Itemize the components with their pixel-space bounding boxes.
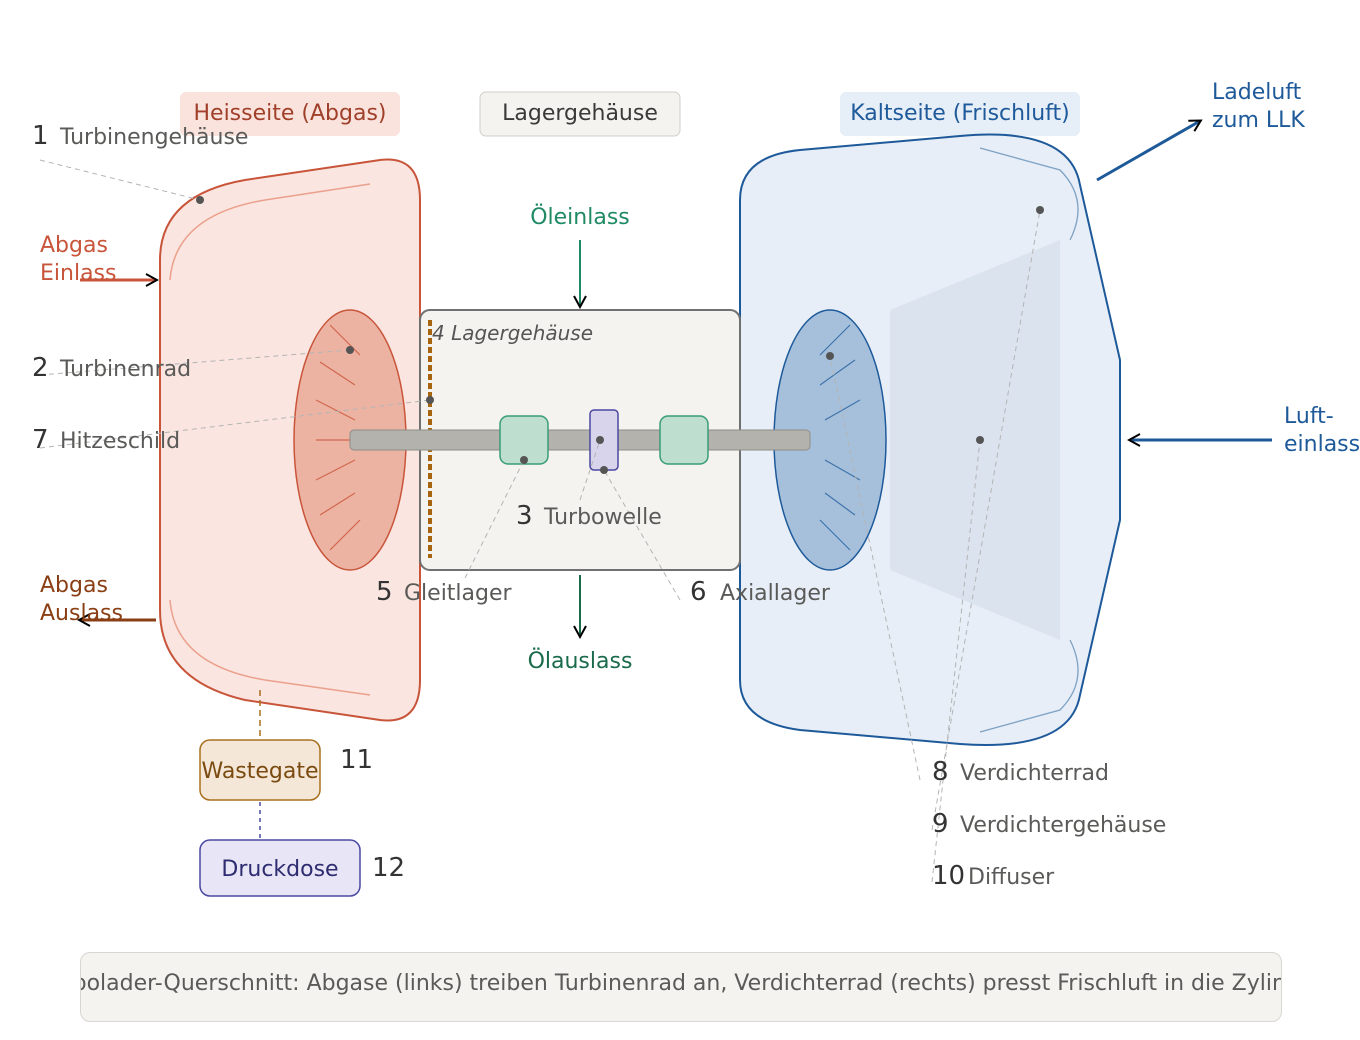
leader-lines: [39, 159, 1041, 883]
svg-text:2: 2: [32, 353, 49, 383]
svg-text:3: 3: [516, 501, 533, 531]
actuator-box: [199, 839, 361, 897]
svg-text:Turbinengehäuse: Turbinengehäuse: [59, 125, 248, 150]
charge-air-arrow: [1096, 121, 1200, 182]
oil-inlet-label: Öleinlass: [530, 204, 630, 230]
actuator-number: 12: [372, 853, 405, 883]
svg-text:Turbowelle: Turbowelle: [543, 505, 662, 530]
cold-side-header: Kaltseite (Frischluft): [840, 92, 1080, 136]
svg-text:Axiallager: Axiallager: [720, 581, 831, 606]
bearing-housing-header-label: Lagergehäuse: [502, 101, 658, 126]
exhaust-inlet-label: Abgas Einlass: [40, 233, 116, 286]
svg-text:8: 8: [932, 757, 949, 787]
cold-side-header-label: Kaltseite (Frischluft): [850, 101, 1069, 126]
hot-side-header-label: Heisseite (Abgas): [193, 101, 386, 126]
volute-bottom: [979, 639, 1079, 733]
wastegate-number: 11: [340, 745, 373, 775]
svg-text:Verdichtergehäuse: Verdichtergehäuse: [960, 813, 1166, 838]
bearing-housing-inner-label: 4 Lagergehäuse: [432, 321, 593, 345]
part-label-3: 3 Turbowelle: [516, 501, 662, 531]
part-label-2: 2 Turbinenrad: [32, 353, 191, 383]
svg-text:Verdichterrad: Verdichterrad: [960, 761, 1109, 786]
wastegate-label: Wastegate: [201, 759, 318, 784]
wastegate-box: [199, 739, 321, 801]
svg-text:9: 9: [932, 809, 949, 839]
svg-text:Gleitlager: Gleitlager: [404, 581, 513, 606]
svg-text:7: 7: [32, 425, 49, 455]
caption-box: Turbolader-Querschnitt: Abgase (links) t…: [80, 952, 1282, 1022]
air-intake-label: Luft- einlass: [1284, 404, 1360, 457]
svg-text:Turbinenrad: Turbinenrad: [59, 357, 191, 382]
leader-dots: [196, 196, 1044, 474]
turbo-shaft: [349, 429, 811, 451]
part-label-1: 1 Turbinengehäuse: [32, 121, 248, 151]
oil-outlet-label: Ölauslass: [528, 648, 633, 674]
turbine-housing: [159, 158, 421, 722]
svg-text:1: 1: [32, 121, 49, 151]
exhaust-outlet-label: Abgas Auslass: [40, 573, 123, 626]
part-label-5: 5 Gleitlager: [376, 577, 513, 607]
part-label-6: 6 Axiallager: [690, 577, 831, 607]
svg-text:Hitzeschild: Hitzeschild: [60, 429, 180, 454]
svg-text:10: 10: [932, 861, 965, 891]
turbine-housing-inner-top: [169, 183, 371, 281]
charge-air-label: Ladeluft zum LLK: [1212, 80, 1308, 133]
turbine-housing-inner-bottom: [169, 599, 371, 696]
part-label-9: 9 Verdichtergehäuse: [932, 809, 1166, 839]
volute-top: [979, 147, 1079, 241]
actuator-label: Druckdose: [221, 857, 338, 882]
bearing-housing-header: Lagergehäuse: [479, 91, 681, 137]
diffuser-area: [890, 240, 1060, 640]
caption-text: Turbolader-Querschnitt: Abgase (links) t…: [80, 971, 1282, 996]
part-label-8: 8 Verdichterrad: [932, 757, 1109, 787]
svg-text:6: 6: [690, 577, 707, 607]
part-label-7: 7 Hitzeschild: [32, 425, 180, 455]
part-label-10: 10 Diffuser: [932, 861, 1055, 891]
journal-bearing-right: [659, 415, 709, 465]
svg-text:Diffuser: Diffuser: [968, 865, 1055, 890]
svg-text:5: 5: [376, 577, 393, 607]
hot-side-header: Heisseite (Abgas): [180, 92, 400, 136]
